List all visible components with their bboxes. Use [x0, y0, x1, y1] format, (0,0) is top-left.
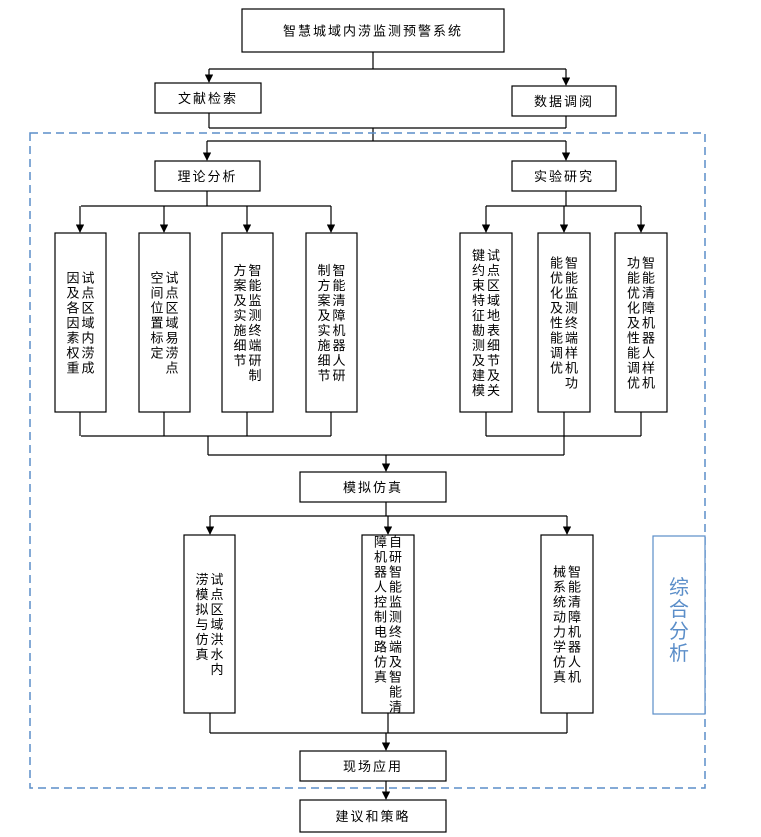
simulation-box-1-label: 试点区域洪水内涝模拟与仿真 [195, 572, 223, 678]
node-theory-box [154, 160, 261, 192]
node-field-label: 现场应用 [343, 759, 403, 775]
theory-box-1-label: 试点区域内涝成因及各因素权重 [66, 272, 94, 377]
simulation-box-1-box [183, 534, 236, 714]
theory-box-4-label: 智能清障机器人研制方案及实施细节 [317, 264, 345, 384]
node-simulation-box [299, 471, 447, 503]
simulation-box-3-box [540, 534, 594, 714]
experiment-box-3-label: 智能清障机器人样机功能优化及性能调优 [627, 257, 655, 392]
node-experiment-box [511, 160, 617, 192]
simulation-box-2-label: 自研智能监测终端及智能清障机器人控制电路仿真 [374, 536, 402, 716]
side-label: 综合分析 [669, 575, 689, 665]
theory-box-3-label: 智能监测终端研制方案及实施细节 [233, 263, 261, 384]
node-simulation-label: 模拟仿真 [343, 481, 403, 496]
node-advice-label: 建议和策略 [335, 809, 410, 825]
theory-box-2-box [138, 232, 191, 413]
theory-box-4-box [305, 232, 358, 413]
node-top-box [241, 8, 505, 53]
node-theory-label: 理论分析 [177, 170, 237, 185]
node-data-label: 数据调阅 [534, 95, 594, 110]
experiment-box-1-box [459, 232, 513, 413]
theory-box-1-box [54, 232, 107, 413]
integrated-region-border [29, 132, 706, 789]
node-literature-box [154, 82, 262, 114]
simulation-box-3-label: 智能清障机器人机械系统动力学仿真 [553, 566, 581, 686]
node-data-box [511, 85, 617, 117]
node-literature-label: 文献检索 [178, 92, 238, 107]
node-experiment-label: 实验研究 [534, 169, 594, 185]
node-advice-box [299, 799, 447, 833]
theory-box-3-box [221, 232, 274, 413]
experiment-box-3-box [614, 232, 668, 413]
experiment-box-1-label: 试点区域地表细节及关键约束特征勘测及建模 [472, 249, 500, 399]
experiment-box-2-box [537, 232, 591, 413]
node-top-label: 智慧城域内涝监测预警系统 [283, 24, 463, 40]
theory-box-2-label: 试点区域易涝点空间位置标定 [150, 272, 178, 377]
experiment-box-2-label: 智能监测终端样机功能优化及性能调优 [550, 257, 578, 392]
side-label-box [652, 535, 706, 715]
node-field-box [299, 750, 447, 782]
simulation-box-2-box [361, 534, 415, 714]
connectors [75, 52, 646, 800]
